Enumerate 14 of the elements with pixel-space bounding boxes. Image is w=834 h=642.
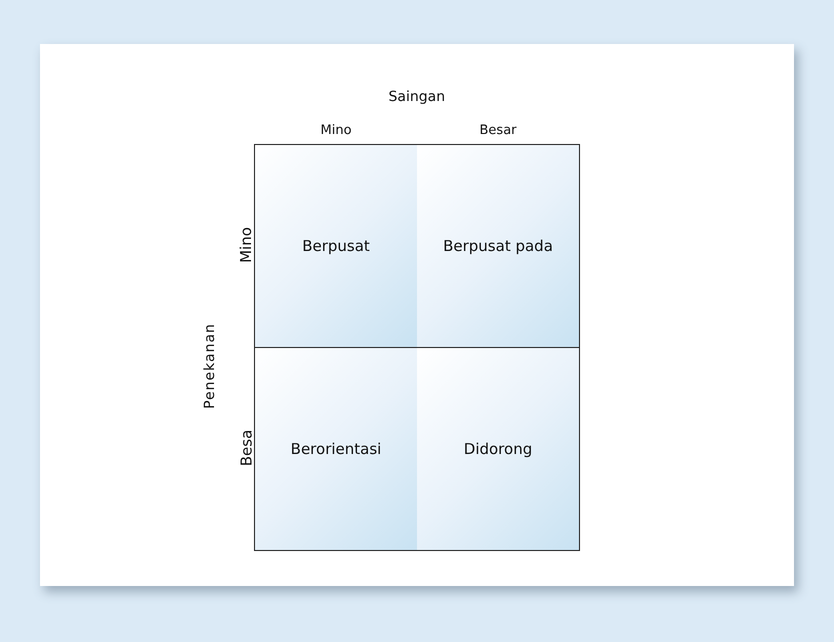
column-heading: Besar (480, 122, 517, 138)
cell-label: Berpusat pada (443, 237, 553, 255)
matrix-cell (254, 144, 418, 348)
row-heading: Mino (236, 227, 255, 263)
column-heading: Mino (320, 122, 352, 138)
matrix-cell (254, 348, 418, 551)
cell-label: Berpusat (302, 237, 370, 255)
cell-label: Didorong (464, 440, 532, 458)
cell-label: Berorientasi (290, 440, 382, 458)
matrix-cell (417, 144, 580, 348)
matrix-cell (417, 348, 580, 551)
axis-title: Penekanan (202, 323, 218, 409)
row-heading: Besa (236, 430, 255, 466)
axis-title: Saingan (388, 89, 446, 105)
